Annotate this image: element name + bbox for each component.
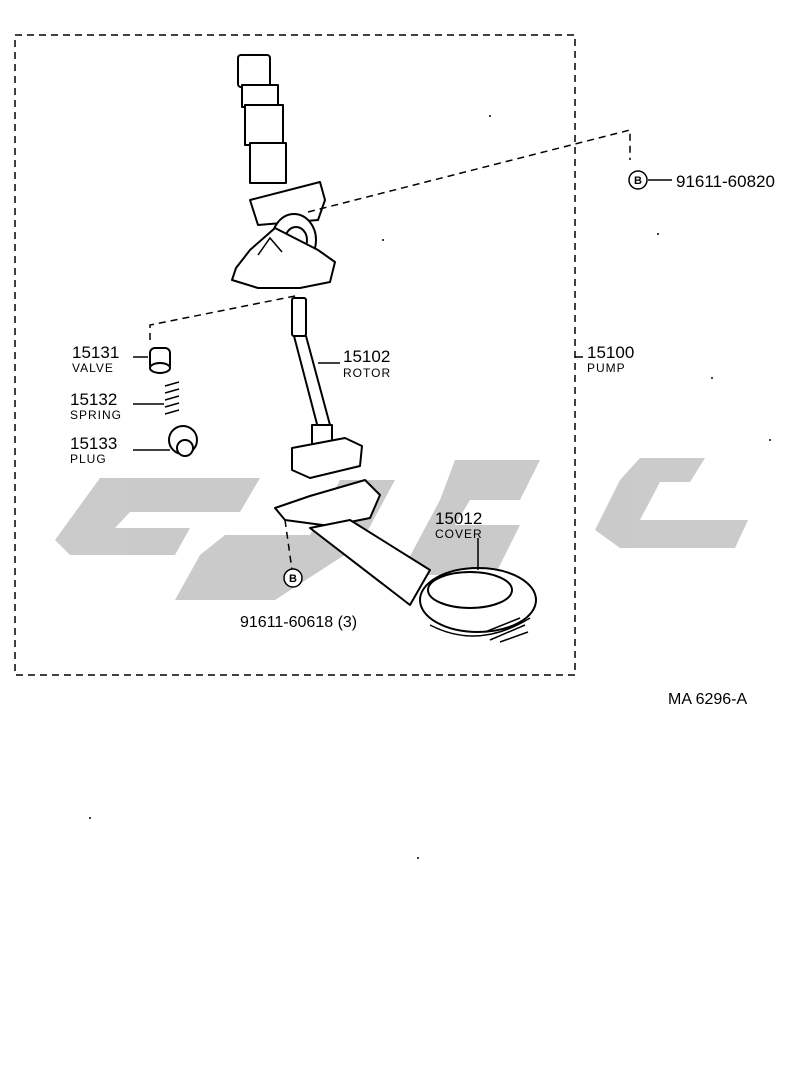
scan-specks [89,115,771,859]
rotor-illustration [291,297,363,479]
bolt-badge-top-label: B [634,175,642,187]
spring-part-name: SPRING [70,408,122,422]
bolt-badge-low-label: B [289,573,297,585]
spring-part-number: 15132 [70,390,117,409]
rotor-part-number: 15102 [343,347,390,366]
valve-spring-plug-illustration [149,347,198,457]
bolt-badge-low: B [283,568,303,588]
cover-part-number: 15012 [435,509,482,528]
bolt-badge-top: B [628,170,648,190]
bolt-top-part-number: 91611-60820 [676,172,775,191]
valve-part-number: 15131 [72,343,119,362]
rotor-part-name: ROTOR [343,366,391,380]
cover-illustration [274,479,537,643]
bolt-low-part-number: 91611-60618 (3) [240,614,357,631]
drawing-reference: MA 6296-A [668,691,747,708]
leader-lines [133,129,672,571]
assembly-boundary [14,34,576,676]
watermark-logo [55,458,748,600]
pump-body-illustration [231,54,336,289]
cover-part-name: COVER [435,527,483,541]
valve-part-name: VALVE [72,361,114,375]
pump-part-name: PUMP [587,361,626,375]
pump-part-number: 15100 [587,343,634,362]
plug-part-name: PLUG [70,452,107,466]
plug-part-number: 15133 [70,434,117,453]
